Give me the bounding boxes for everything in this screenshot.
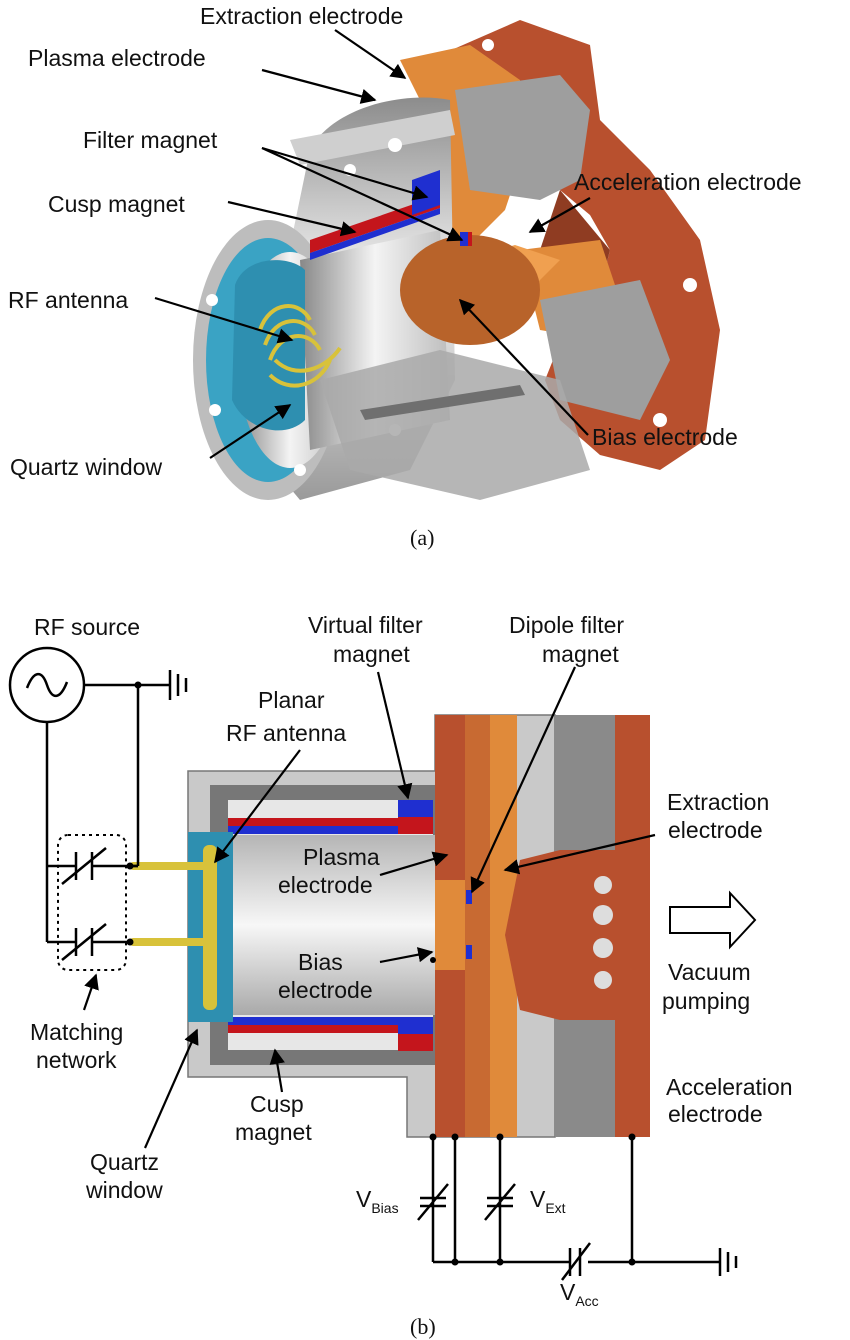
label-cusp-magnet-2: magnet	[235, 1119, 312, 1145]
lower-slot-3d	[360, 385, 525, 420]
dipole-magnet-lower	[466, 945, 472, 959]
lower-flange-3d	[320, 350, 590, 500]
caption-a: (a)	[410, 525, 434, 550]
label-acceleration-electrode-1: Acceleration	[666, 1074, 793, 1100]
label-cusp-magnet-1: Cusp	[250, 1091, 304, 1117]
dipole-magnet-upper	[466, 890, 472, 904]
plasma-chamber-bore	[232, 835, 437, 1015]
grey-flange-bottom	[540, 280, 670, 420]
quartz-window-3d	[232, 260, 305, 431]
label-bias-electrode-2: electrode	[278, 977, 373, 1003]
label-rf-source: RF source	[34, 614, 140, 640]
bias-electrode-3d	[400, 235, 540, 345]
label-virtual-filter-magnet-2: magnet	[333, 641, 410, 667]
label-rf-antenna-a: RF antenna	[8, 287, 128, 313]
label-plasma-electrode-1: Plasma	[303, 844, 380, 870]
label-quartz-window-1: Quartz	[90, 1149, 159, 1175]
cusp-magnets-b	[228, 800, 433, 1051]
label-matching-network-2: network	[36, 1047, 117, 1073]
label-filter-magnet-a: Filter magnet	[83, 127, 218, 153]
label-vacuum-pumping-1: Vacuum	[668, 959, 751, 985]
vacuum-pumping-arrow	[669, 890, 757, 950]
label-virtual-filter-magnet-1: Virtual filter	[308, 612, 423, 638]
bias-circuit-b	[417, 1137, 738, 1281]
label-bias-electrode-1: Bias	[298, 949, 343, 975]
callouts-a	[154, 29, 591, 459]
magnets-3d	[310, 170, 472, 260]
figure-b: RF source Virtual filter magnet Dipole f…	[8, 612, 793, 1339]
label-extraction-electrode-1: Extraction	[667, 789, 769, 815]
label-quartz-window-2: window	[85, 1177, 163, 1203]
label-planar-rf-antenna-2: RF antenna	[226, 720, 346, 746]
figure-a: Extraction electrode Plasma electrode Fi…	[8, 3, 802, 550]
planar-rf-antenna-b	[130, 845, 217, 1010]
label-v-acc: VAcc	[560, 1279, 599, 1309]
label-matching-network-1: Matching	[30, 1019, 123, 1045]
label-bias-electrode-a: Bias electrode	[592, 424, 738, 450]
label-plasma-electrode-a: Plasma electrode	[28, 45, 206, 71]
bias-electrode-b	[465, 715, 490, 1137]
acceleration-electrode-b	[505, 715, 650, 1137]
label-acceleration-electrode-2: electrode	[668, 1101, 763, 1127]
label-extraction-electrode-a: Extraction electrode	[200, 3, 403, 29]
label-v-bias: VBias	[356, 1186, 399, 1216]
caption-b: (b)	[410, 1314, 436, 1339]
label-vacuum-pumping-2: pumping	[662, 988, 750, 1014]
label-planar-rf-antenna-1: Planar	[258, 687, 325, 713]
callouts-b	[82, 666, 656, 1149]
label-dipole-filter-magnet-1: Dipole filter	[509, 612, 624, 638]
label-dipole-filter-magnet-2: magnet	[542, 641, 619, 667]
rf-antenna-3d	[258, 304, 342, 388]
label-cusp-magnet-a: Cusp magnet	[48, 191, 185, 217]
rf-circuit-b	[8, 646, 188, 971]
label-extraction-electrode-2: electrode	[668, 817, 763, 843]
label-plasma-electrode-2: electrode	[278, 872, 373, 898]
grey-flange-top	[455, 75, 590, 200]
label-quartz-window-a: Quartz window	[10, 454, 163, 480]
label-acceleration-electrode-a: Acceleration electrode	[574, 169, 802, 195]
circuit-nodes	[126, 681, 636, 1266]
label-v-ext: VExt	[530, 1186, 566, 1216]
